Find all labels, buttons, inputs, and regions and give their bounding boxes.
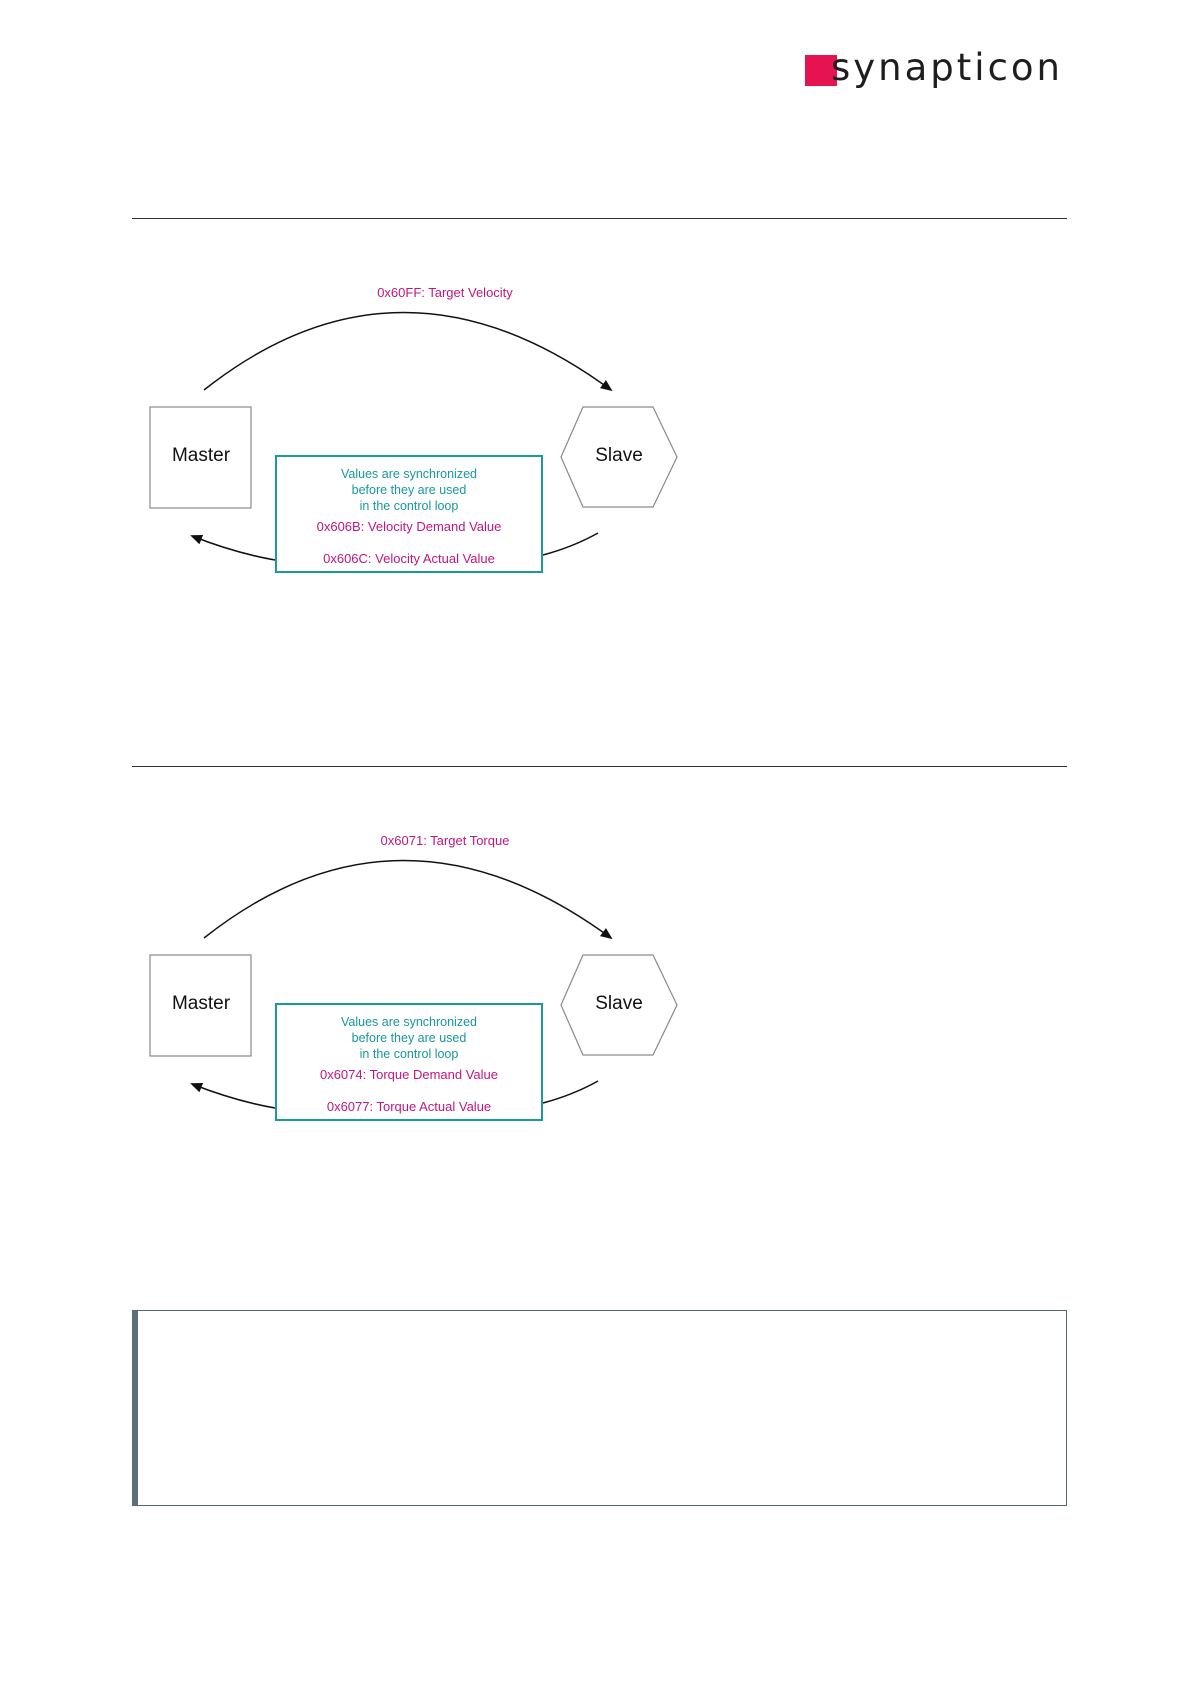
synapticon-logo: synapticon [805,46,1070,89]
sync-box: Values are synchronized before they are … [275,1003,543,1121]
torque-actual-label: 0x6077: Torque Actual Value [326,1099,492,1114]
target-velocity-label: 0x60FF: Target Velocity [377,285,513,300]
master-box [149,954,252,1057]
section-divider-torque [132,766,1067,767]
velocity-diagram: 0x60FF: Target Velocity Master Slave Val… [140,285,700,605]
feedback-arrow-left [190,1083,276,1109]
target-arrow [203,311,613,392]
slave-label: Slave [595,445,643,466]
sync-note-line: before they are used [351,1031,467,1045]
section-divider-velocity [132,218,1067,219]
sync-note-line: in the control loop [359,499,459,513]
sync-note: Values are synchronized before they are … [277,466,541,514]
logo-square [805,55,837,86]
target-arrow [203,859,613,940]
slave-hexagon [560,954,678,1056]
master-label: Master [171,445,231,466]
sync-note-line: Values are synchronized [341,467,477,481]
torque-diagram: 0x6071: Target Torque Master Slave Value… [140,833,700,1153]
logo-text: synapticon [831,46,1064,89]
velocity-demand-label: 0x606B: Velocity Demand Value [316,519,502,534]
velocity-diagram-graphics [149,311,678,561]
slave-hexagon [560,406,678,508]
velocity-actual-label: 0x606C: Velocity Actual Value [323,551,495,566]
torque-diagram-graphics [149,859,678,1109]
target-torque-label: 0x6071: Target Torque [380,833,510,848]
sync-box: Values are synchronized before they are … [275,455,543,573]
torque-demand-label: 0x6074: Torque Demand Value [319,1067,499,1082]
master-box [149,406,252,509]
feedback-arrow-left [190,535,276,561]
sync-note-line: in the control loop [359,1047,459,1061]
note-callout-box [132,1310,1067,1506]
feedback-arrow-right [542,532,599,556]
sync-note: Values are synchronized before they are … [277,1014,541,1062]
feedback-arrow-right [542,1080,599,1104]
sync-note-line: Values are synchronized [341,1015,477,1029]
master-label: Master [171,993,231,1014]
slave-label: Slave [595,993,643,1014]
sync-note-line: before they are used [351,483,467,497]
